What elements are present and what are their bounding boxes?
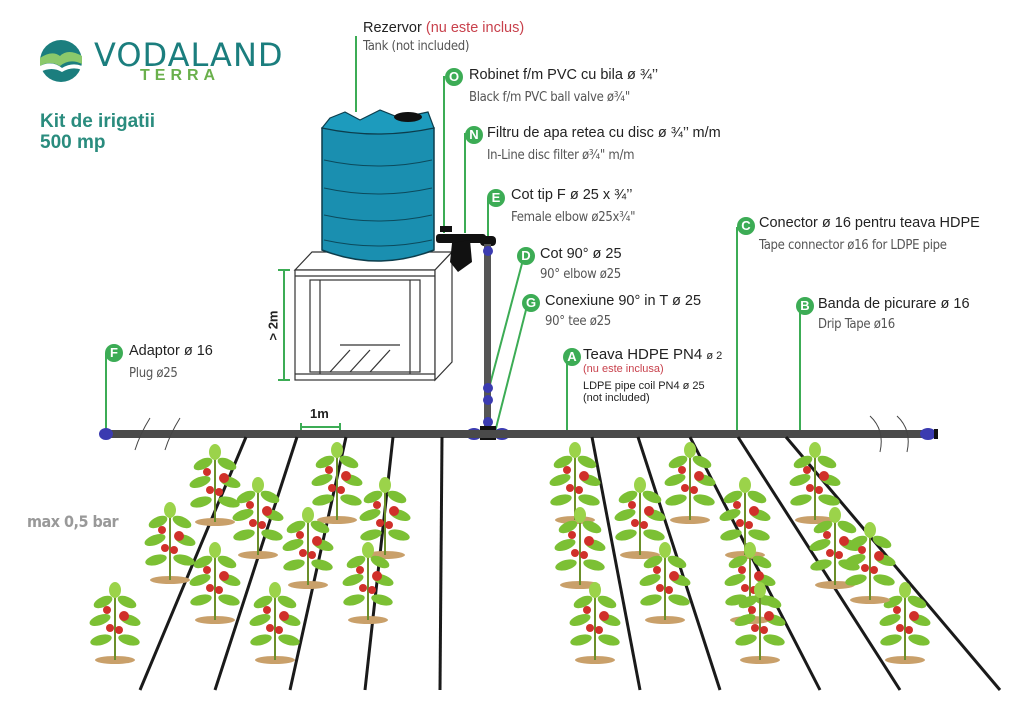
label-elbow-90: Cot 90° ø 25 90° elbow ø25: [540, 246, 622, 282]
tank-stand: [293, 250, 454, 382]
kit-title-line2: 500 mp: [40, 132, 106, 153]
elbow-90-name: Cot 90° ø 25: [540, 246, 622, 262]
badge-e: E: [487, 189, 505, 207]
pipe-break-marks: [134, 415, 909, 453]
adaptor-name-en: Plug ø25: [129, 366, 178, 381]
label-female-elbow: Cot tip F ø 25 x ¾’’ Female elbow ø25x¾": [511, 187, 636, 225]
vertical-supply-pipe: [484, 244, 491, 432]
height-dimension-label: > 2m: [265, 310, 281, 341]
label-tape-connector: Conector ø 16 pentru teava HDPE Tape con…: [759, 215, 980, 253]
badge-o: O: [445, 68, 463, 86]
drip-tape-name-en: Drip Tape ø16: [818, 317, 895, 332]
tomato-plant: [282, 507, 334, 589]
label-tank: Rezervor (nu este inclus) Tank (not incl…: [363, 20, 524, 54]
ball-valve-name-en: Black f/m PVC ball valve ø¾": [469, 90, 630, 105]
tape-connector-name-en: Tape connector ø16 for LDPE pipe: [759, 238, 947, 253]
kit-title-line1: Kit de irigatii: [40, 111, 156, 132]
spacing-dimension-label: 1m: [310, 406, 329, 421]
valve-filter-assembly: [436, 226, 496, 272]
drip-tape-name: Banda de picurare ø 16: [818, 296, 970, 312]
disc-filter-name-en: In-Line disc filter ø¾" m/m: [487, 148, 635, 163]
label-drip-tape: Banda de picurare ø 16 Drip Tape ø16: [818, 296, 970, 332]
hdpe-pipe-size: ø 2: [706, 350, 723, 362]
label-ball-valve: Robinet f/m PVC cu bila ø ¾’’ Black f/m …: [469, 67, 658, 105]
badge-g: G: [522, 294, 540, 312]
water-tank: [320, 109, 435, 262]
badge-d: D: [517, 247, 535, 265]
tank-name-en: Tank (not included): [363, 39, 470, 54]
label-hdpe-pipe: Teava HDPE PN4 ø 2 (nu este inclusa) LDP…: [583, 346, 722, 404]
leader-elbow-90: [487, 255, 525, 393]
hdpe-pipe-name-en: LDPE pipe coil PN4 ø 25: [583, 380, 705, 392]
label-tee-90: Conexiune 90° in T ø 25 90° tee ø25: [545, 293, 701, 329]
tomato-plant: [639, 542, 691, 624]
tee-90-name: Conexiune 90° in T ø 25: [545, 293, 702, 309]
tomato-plant: [734, 582, 786, 664]
tomato-plant: [664, 442, 716, 524]
tomato-plant: [359, 477, 411, 559]
ball-valve-name: Robinet f/m PVC cu bila ø ¾’’: [469, 67, 659, 83]
tape-connector-name: Conector ø 16 pentru teava HDPE: [759, 215, 980, 231]
label-adaptor: Adaptor ø 16 Plug ø25: [129, 343, 213, 381]
kit-title: Kit de irigatii 500 mp: [40, 111, 155, 153]
disc-filter-name: Filtru de apa retea cu disc ø ¾’’ m/m: [487, 125, 721, 141]
tomato-plant: [614, 477, 666, 559]
female-elbow-name-en: Female elbow ø25x¾": [511, 210, 636, 225]
hdpe-pipe-name: Teava HDPE PN4: [583, 346, 703, 363]
tomato-plant: [342, 542, 394, 624]
badge-b: B: [796, 297, 814, 315]
tomato-plant: [232, 477, 284, 559]
leader-tee-90: [494, 301, 529, 433]
tomato-plant: [189, 542, 241, 624]
badge-f: F: [105, 344, 123, 362]
tomato-plant: [89, 582, 141, 664]
label-disc-filter: Filtru de apa retea cu disc ø ¾’’ m/m In…: [487, 125, 721, 163]
tank-name: Rezervor: [363, 20, 422, 36]
brand-subname: TERRA: [140, 67, 221, 84]
main-hdpe-pipe: [104, 430, 938, 438]
max-pressure-note: max 0,5 bar: [27, 512, 119, 531]
tank-note: (nu este inclus): [425, 20, 525, 36]
elbow-90-name-en: 90° elbow ø25: [540, 267, 621, 282]
tomato-plant: [569, 582, 621, 664]
tomato-plant: [311, 442, 363, 524]
hdpe-pipe-note: (nu este inclusa): [583, 363, 664, 375]
adaptor-name: Adaptor ø 16: [129, 343, 213, 359]
female-elbow-name: Cot tip F ø 25 x ¾’’: [511, 187, 633, 203]
badge-c: C: [737, 217, 755, 235]
tee-90-name-en: 90° tee ø25: [545, 314, 611, 329]
badge-n: N: [465, 126, 483, 144]
tomato-plants: [89, 442, 931, 664]
tomato-plant: [844, 522, 896, 604]
brand-logo-icon: [40, 40, 82, 82]
brand-name: VODALAND: [94, 36, 284, 74]
tomato-plant: [879, 582, 931, 664]
hdpe-pipe-note-en: (not included): [583, 392, 650, 404]
tomato-plant: [144, 502, 196, 584]
leader-lines: [105, 36, 801, 434]
tomato-plant: [249, 582, 301, 664]
tomato-plant: [189, 444, 241, 526]
badge-a: A: [563, 348, 581, 366]
end-plugs: [99, 428, 938, 440]
